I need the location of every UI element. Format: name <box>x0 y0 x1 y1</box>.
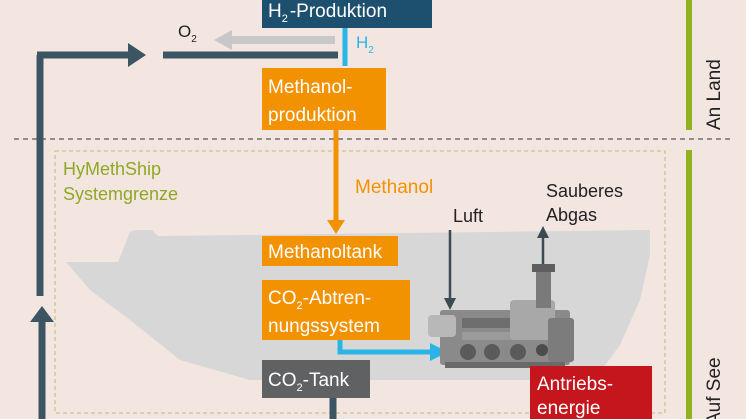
at-sea-label: Auf See <box>704 357 725 419</box>
co2-separation-prefix: CO <box>268 288 297 309</box>
co2-return-arrowhead-lower <box>30 306 54 322</box>
system-boundary-line2: Systemgrenze <box>63 184 178 204</box>
co2-return-arrowhead-top <box>128 43 146 67</box>
system-boundary-line1: HyMethShip <box>63 159 161 179</box>
h2-label-sub: 2 <box>368 45 374 56</box>
co2-tank-suffix: -Tank <box>303 370 350 391</box>
at-sea-bar <box>686 150 692 419</box>
system-boundary <box>54 150 666 414</box>
air-arrowhead <box>444 298 456 310</box>
methanol-tank-box: Methanoltank <box>262 236 398 266</box>
methanol-tank-label: Methanoltank <box>268 242 383 263</box>
clean-exhaust-line2: Abgas <box>546 205 597 225</box>
co2-separation-box: CO2-Abtren- nungssystem <box>262 280 410 340</box>
svg-text:H2-Produktion: H2-Produktion <box>268 1 387 25</box>
methanol-production-line1: Methanol- <box>268 77 353 98</box>
h2-production-sub: 2 <box>282 13 288 25</box>
co2-separation-line2: nungssystem <box>268 316 380 337</box>
svg-text:H2: H2 <box>356 33 374 56</box>
co2-separation-suffix: -Abtren- <box>303 288 372 309</box>
clean-exhaust-line1: Sauberes <box>546 181 623 201</box>
methanol-production-box: Methanol- produktion <box>262 68 386 130</box>
engine-illustration <box>428 264 574 368</box>
fuel-to-engine-line <box>337 340 430 355</box>
co2-tank-box: CO2-Tank <box>262 360 370 398</box>
air-label: Luft <box>453 206 483 226</box>
propulsion-line1: Antriebs- <box>537 374 613 395</box>
h2-production-h: H <box>268 1 282 22</box>
methanol-flow-arrowhead <box>327 220 345 234</box>
o2-label-sub: 2 <box>191 34 197 45</box>
svg-text:CO2-Abtren-: CO2-Abtren- <box>268 288 371 312</box>
h2-production-suffix: -Produktion <box>290 1 387 22</box>
o2-label: O <box>178 22 191 41</box>
co2-tank-prefix: CO <box>268 370 297 391</box>
h2-label: H <box>356 33 368 52</box>
on-land-label: An Land <box>704 59 725 130</box>
fuel-to-engine-arrowhead <box>430 343 448 361</box>
co2-separation-sub: 2 <box>297 300 303 312</box>
exhaust-arrowhead <box>537 226 549 238</box>
svg-text:O2: O2 <box>178 22 197 45</box>
propulsion-line2: energie <box>537 398 600 419</box>
methanol-label: Methanol <box>355 177 433 198</box>
on-land-bar <box>686 0 692 130</box>
svg-text:CO2-Tank: CO2-Tank <box>268 370 350 394</box>
h2-production-box: H2-Produktion <box>262 0 432 28</box>
propulsion-energy-box: Antriebs- energie <box>530 366 652 419</box>
methanol-production-line2: produktion <box>268 105 357 126</box>
co2-tank-sub: 2 <box>297 382 303 394</box>
o2-arrowhead <box>214 30 232 50</box>
